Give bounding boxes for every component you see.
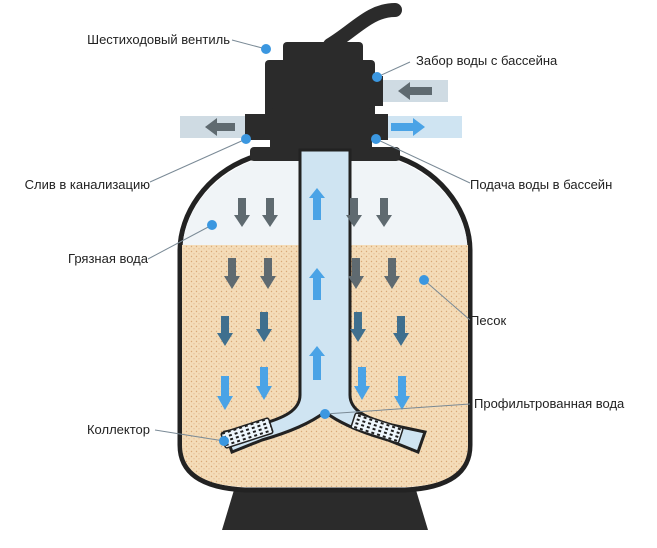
arrow-down-icon bbox=[234, 198, 250, 227]
arrow-down-icon bbox=[393, 316, 409, 346]
six-way-valve bbox=[265, 3, 402, 150]
supply-marker bbox=[371, 134, 381, 144]
arrow-down-icon bbox=[262, 198, 278, 227]
mid-down-arrows bbox=[217, 312, 409, 346]
label-dirty-water: Грязная вода bbox=[68, 251, 149, 266]
arrow-up-icon bbox=[309, 346, 325, 380]
arrow-up-icon bbox=[309, 268, 325, 300]
dirty-water-marker bbox=[207, 220, 217, 230]
collector-marker bbox=[219, 436, 229, 446]
arrow-down-icon bbox=[348, 258, 364, 289]
label-valve: Шестиходовый вентиль bbox=[87, 32, 230, 47]
valve-marker bbox=[261, 44, 271, 54]
label-sand: Песок bbox=[470, 313, 506, 328]
arrow-down-icon bbox=[256, 367, 272, 400]
arrow-down-icon bbox=[346, 198, 362, 227]
leader-lines bbox=[147, 39, 471, 442]
sand-marker bbox=[419, 275, 429, 285]
arrow-down-icon bbox=[384, 258, 400, 289]
arrow-up-icon bbox=[309, 188, 325, 220]
arrow-down-icon bbox=[350, 312, 366, 342]
arrow-down-icon bbox=[376, 198, 392, 227]
arrow-down-icon bbox=[256, 312, 272, 342]
intake-marker bbox=[372, 72, 382, 82]
arrow-down-icon bbox=[394, 376, 410, 410]
arrow-right-icon bbox=[391, 118, 425, 136]
arrow-left-icon bbox=[398, 82, 432, 100]
blue-down-arrows bbox=[217, 367, 410, 410]
arrow-down-icon bbox=[217, 376, 233, 410]
gray-down-arrows bbox=[224, 198, 400, 289]
label-filtered-water: Профильтрованная вода bbox=[474, 396, 625, 411]
drain-marker bbox=[241, 134, 251, 144]
callout-markers bbox=[207, 44, 429, 446]
arrow-down-icon bbox=[217, 316, 233, 346]
label-collector: Коллектор bbox=[87, 422, 150, 437]
arrow-left-icon bbox=[205, 118, 235, 136]
arrow-down-icon bbox=[224, 258, 240, 289]
label-supply: Подача воды в бассейн bbox=[470, 177, 612, 192]
riser-up-arrows bbox=[309, 188, 325, 380]
collector-arm-right bbox=[350, 412, 404, 444]
arrow-down-icon bbox=[260, 258, 276, 289]
label-drain: Слив в канализацию bbox=[25, 177, 151, 192]
filtered-water-marker bbox=[320, 409, 330, 419]
arrow-down-icon bbox=[354, 367, 370, 400]
label-intake: Забор воды с бассейна bbox=[416, 53, 558, 68]
